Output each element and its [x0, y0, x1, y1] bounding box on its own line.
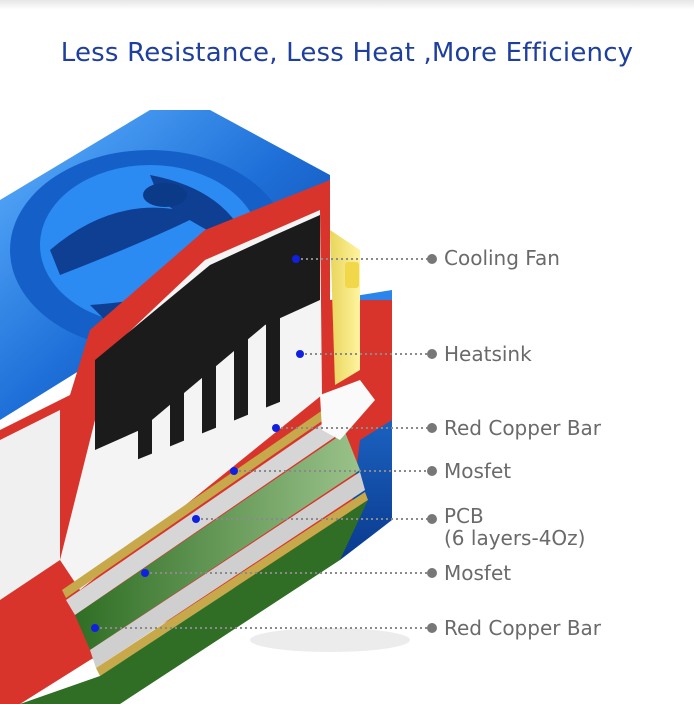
end-dot	[427, 623, 437, 633]
callout-text: Heatsink	[444, 342, 532, 366]
anchor-dot	[230, 467, 238, 475]
pcb-layer	[75, 432, 360, 650]
callout-label: Heatsink	[444, 343, 532, 365]
callout-text: PCB	[444, 504, 484, 528]
callout-text: Mosfet	[444, 459, 512, 483]
copper-bar-upper	[62, 405, 335, 598]
anchor-dot	[91, 624, 99, 632]
callout-label: Mosfet	[444, 460, 511, 482]
callout-text: Red Copper Bar	[444, 616, 602, 640]
heatsink-fins	[138, 306, 280, 460]
anchor-dot	[141, 569, 149, 577]
top-shadow	[0, 0, 694, 10]
callout-label: Cooling Fan	[444, 247, 560, 269]
callout-subtext: (6 layers-4Oz)	[444, 526, 586, 550]
connector-pin	[345, 262, 359, 288]
callout-leaders	[91, 254, 437, 633]
callout-text: Mosfet	[444, 561, 512, 585]
callout-label: Red Copper Bar	[444, 617, 601, 639]
mosfet-layer-upper	[66, 415, 345, 615]
end-dot	[427, 349, 437, 359]
page-title: Less Resistance, Less Heat ,More Efficie…	[60, 38, 634, 68]
callout-text: Red Copper Bar	[444, 416, 602, 440]
end-dot	[427, 466, 437, 476]
end-dot	[427, 254, 437, 264]
anchor-dot	[292, 255, 300, 263]
end-dot	[427, 568, 437, 578]
callout-label: Mosfet	[444, 562, 511, 584]
end-dot	[427, 423, 437, 433]
fan-center	[143, 183, 187, 207]
anchor-dot	[296, 350, 304, 358]
left-wall	[0, 410, 60, 600]
fan-blade	[50, 207, 200, 275]
callout-text: Cooling Fan	[444, 246, 560, 270]
floor-shadow	[250, 628, 410, 652]
anchor-dot	[192, 515, 200, 523]
anchor-dot	[272, 424, 280, 432]
yellow-connector	[330, 230, 360, 385]
callout-label: PCB(6 layers-4Oz)	[444, 505, 585, 549]
side-cap	[320, 380, 375, 440]
mosfet-layer-lower	[90, 472, 365, 668]
copper-bar-lower	[96, 492, 368, 676]
end-dot	[427, 514, 437, 524]
callout-label: Red Copper Bar	[444, 417, 601, 439]
